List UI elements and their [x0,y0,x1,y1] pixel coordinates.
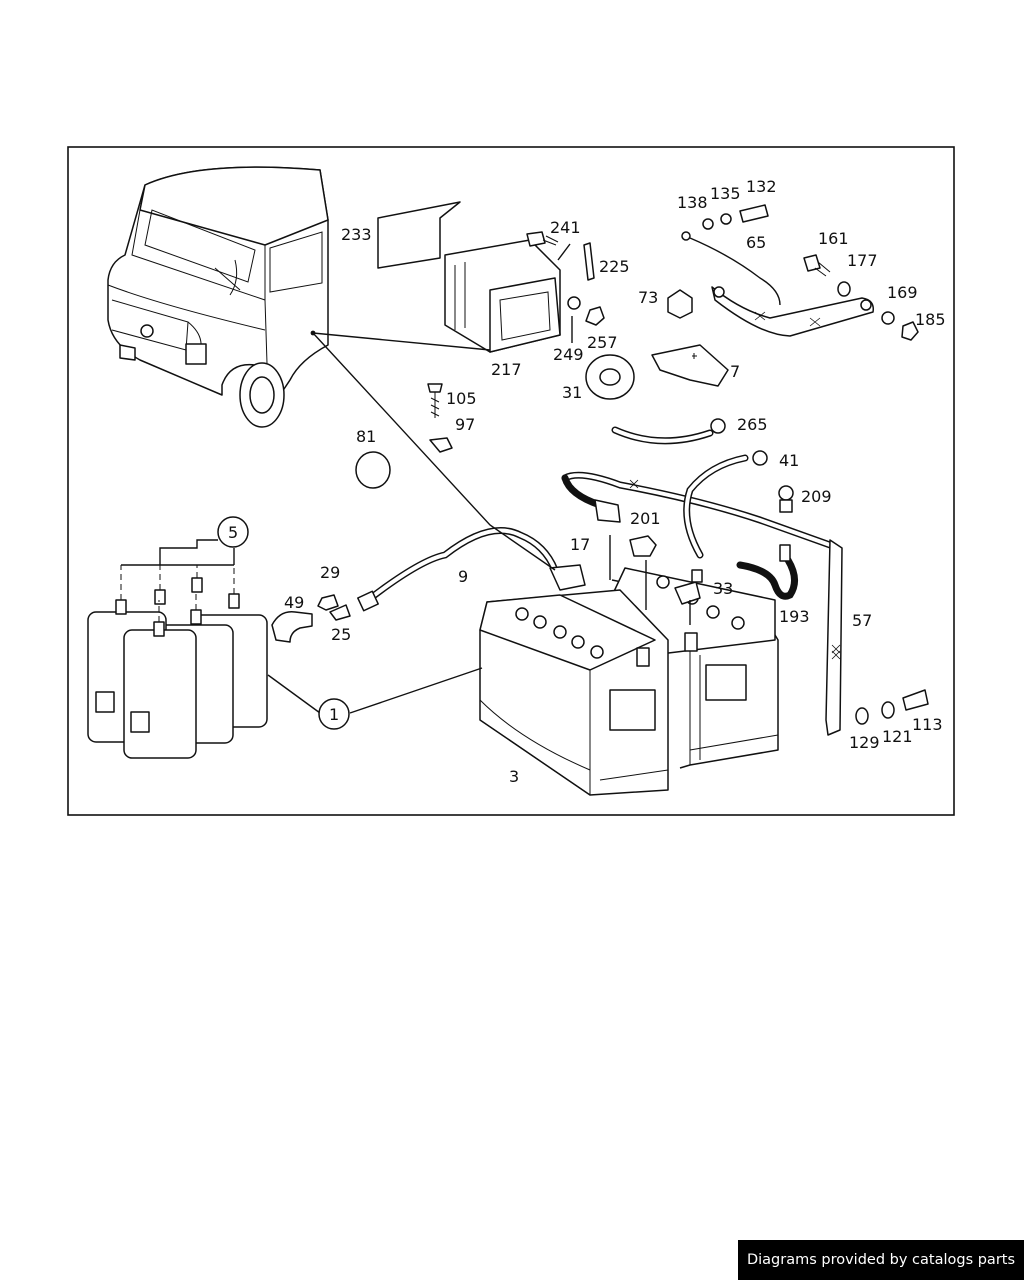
part-label-9: 9 [458,567,468,586]
part-label-121: 121 [882,727,913,746]
part-label-249: 249 [553,345,584,364]
part-label-113: 113 [912,715,943,734]
part-label-73: 73 [638,288,658,307]
part-label-132: 132 [746,177,777,196]
part-label-217: 217 [491,360,522,379]
part-label-5: 5 [228,523,238,542]
part-label-97: 97 [455,415,475,434]
part-label-31: 31 [562,383,582,402]
part-label-241: 241 [550,218,581,237]
part-label-41: 41 [779,451,799,470]
part-label-225: 225 [599,257,630,276]
part-label-17: 17 [570,535,590,554]
part-labels: 1 5 3 7 9 17 25 29 31 33 41 49 57 65 73 … [217,177,946,786]
truck-cab-illustration [107,166,329,428]
part-label-49: 49 [284,593,304,612]
part-label-177: 177 [847,251,878,270]
part-label-209: 209 [801,487,832,506]
part-label-201: 201 [630,509,661,528]
part-label-25: 25 [331,625,351,644]
part-label-161: 161 [818,229,849,248]
part-label-3: 3 [509,767,519,786]
part-label-185: 185 [915,310,946,329]
part-label-193: 193 [779,607,810,626]
part-label-33: 33 [713,579,733,598]
part-label-81: 81 [356,427,376,446]
leader-lines [267,243,691,714]
part-label-7: 7 [730,362,740,381]
part-label-29: 29 [320,563,340,582]
part-label-257: 257 [587,333,618,352]
part-label-135: 135 [710,184,741,203]
part-label-105: 105 [446,389,477,408]
battery-cables [357,231,875,736]
part-label-265: 265 [737,415,768,434]
part-label-129: 129 [849,733,880,752]
battery-cell-set [87,539,268,759]
part-label-138: 138 [677,193,708,212]
part-label-233: 233 [341,225,372,244]
part-label-57: 57 [852,611,872,630]
small-hardware-parts [271,201,929,725]
part-label-169: 169 [887,283,918,302]
battery-assembly [479,567,779,796]
part-label-1: 1 [329,705,339,724]
credit-badge: Diagrams provided by catalogs parts [738,1240,1024,1280]
part-label-65: 65 [746,233,766,252]
